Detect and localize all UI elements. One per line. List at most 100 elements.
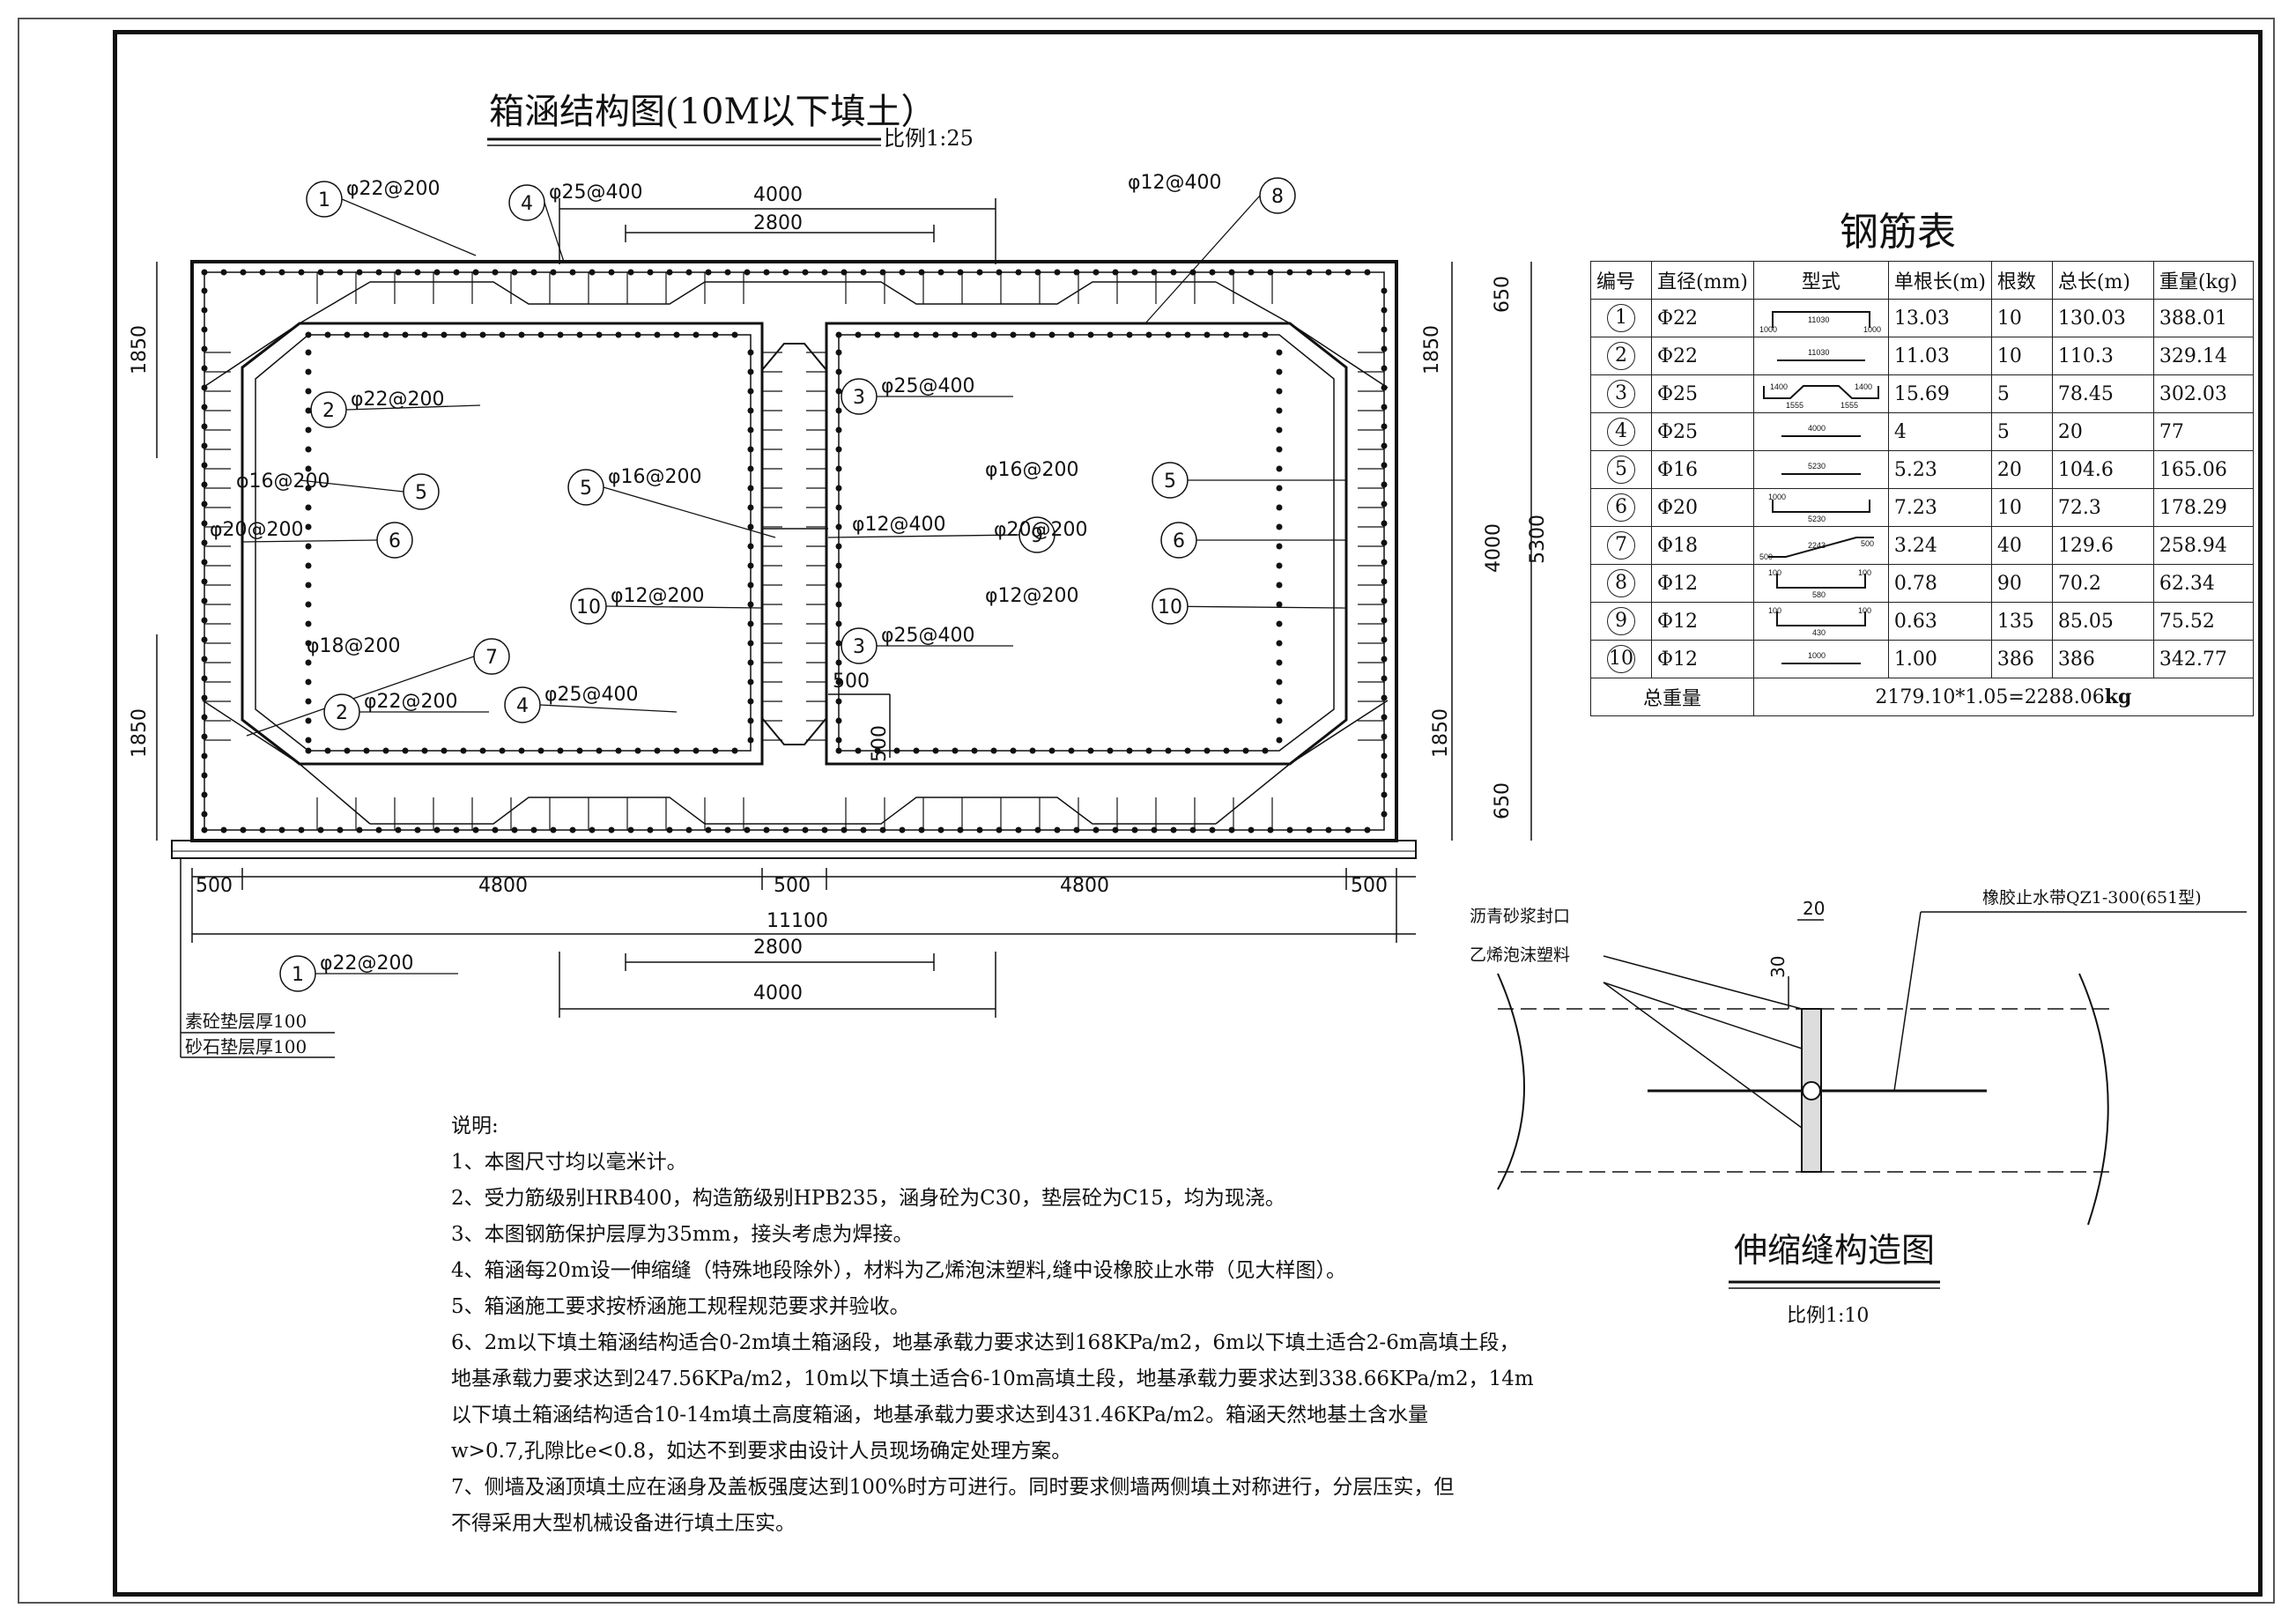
- row-total: 130.03: [2051, 299, 2154, 337]
- row-shape: 5230: [1752, 450, 1889, 489]
- rebar-dot: [305, 349, 312, 356]
- rebar-lines: [202, 271, 1389, 831]
- row-count: 90: [1990, 564, 2053, 603]
- row-count: 5: [1990, 412, 2053, 451]
- row-len: 1.00: [1887, 640, 1992, 678]
- row-num-circle: 4: [1607, 418, 1635, 446]
- rebar-dot: [305, 562, 312, 569]
- dim-bot-500-b: 500: [774, 875, 811, 897]
- rebar-dot: [1276, 678, 1283, 686]
- row-weight: 329.14: [2152, 337, 2254, 375]
- rebar-dot: [305, 601, 312, 608]
- bedding-labels: 素砼垫层厚100 砂石垫层厚100: [180, 859, 335, 1058]
- total-value: 2179.10*1.05=2288.06: [1875, 686, 2105, 708]
- rebar-dot: [305, 446, 312, 453]
- row-num: 1: [1590, 299, 1652, 337]
- callout-label: φ16@200: [985, 459, 1079, 481]
- callout-number: 5: [1164, 471, 1176, 493]
- header-num: 编号: [1590, 261, 1652, 300]
- callout-label: φ25@400: [544, 684, 639, 706]
- rebar-dot: [1276, 543, 1283, 550]
- dim-right-1850-top: 1850: [1421, 325, 1443, 374]
- rebar-dot: [1276, 737, 1283, 744]
- callout-label: φ16@200: [236, 471, 330, 493]
- dim-bot-500-c: 500: [1351, 875, 1388, 897]
- table-title: 钢筋表: [1840, 210, 1956, 255]
- row-len: 4: [1887, 412, 1992, 451]
- callout-circle: [473, 638, 510, 675]
- svg-text:1000: 1000: [1768, 493, 1786, 501]
- note-line: 地基承载力要求达到247.56KPa/m2，10m以下填土适合6-10m高填土段…: [451, 1367, 1534, 1390]
- callout-label: φ25@400: [881, 375, 975, 397]
- callout-label: φ22@200: [346, 178, 441, 200]
- header-shape: 型式: [1752, 261, 1889, 300]
- dim-left-1850-top: 1850: [129, 325, 151, 374]
- rebar-dot: [1276, 601, 1283, 608]
- total-unit: kg: [2104, 686, 2132, 708]
- callout-label: φ22@200: [320, 952, 414, 975]
- svg-text:500: 500: [1861, 539, 1874, 548]
- joint-texts: 沥青砂浆封口 乙烯泡沫塑料 橡胶止水带QZ1-300(651型) 20 30 伸…: [1470, 888, 2202, 1327]
- joint-scale: 比例1:10: [1787, 1305, 1869, 1327]
- break-line-left: [1497, 973, 1525, 1190]
- callout-number: 2: [322, 400, 335, 422]
- row-num: 7: [1590, 526, 1652, 565]
- svg-text:2243: 2243: [1808, 541, 1826, 550]
- rebar-dot: [1276, 620, 1283, 627]
- rebar-dot: [1276, 523, 1283, 530]
- row-len: 0.78: [1887, 564, 1992, 603]
- row-len: 7.23: [1887, 488, 1992, 527]
- rebar-dot: [1276, 485, 1283, 492]
- row-weight: 165.06: [2152, 450, 2254, 489]
- rebar-dot: [305, 717, 312, 724]
- row-total: 104.6: [2051, 450, 2154, 489]
- row-total: 70.2: [2051, 564, 2154, 603]
- row-len: 5.23: [1887, 450, 1992, 489]
- joint-label-seal: 沥青砂浆封口: [1470, 907, 1570, 926]
- row-len: 0.63: [1887, 602, 1992, 641]
- rebar-dot: [305, 620, 312, 627]
- callout-circle: [508, 184, 545, 221]
- rebar-dot: [1276, 659, 1283, 666]
- note-line: 3、本图钢筋保护层厚为35mm，接头考虑为焊接。: [451, 1223, 914, 1246]
- row-dia: Φ22: [1651, 337, 1754, 375]
- row-total: 78.45: [2051, 374, 2154, 413]
- row-count: 40: [1990, 526, 2053, 565]
- row-count: 20: [1990, 450, 2053, 489]
- bedding-layer: [171, 840, 1417, 859]
- rebar-dot: [305, 523, 312, 530]
- rebar-dot: [305, 368, 312, 375]
- svg-text:1000: 1000: [1863, 325, 1881, 333]
- header-total: 总长(m): [2051, 261, 2154, 300]
- callout-circle: [376, 522, 413, 559]
- rebar-dot: [1276, 562, 1283, 569]
- rebar-dot: [1276, 582, 1283, 589]
- rebar-dot: [1276, 465, 1283, 472]
- callout-label: φ12@400: [1128, 172, 1222, 194]
- callout-number: 3: [853, 387, 865, 409]
- svg-text:430: 430: [1812, 628, 1826, 636]
- sheet-frame: [113, 30, 2263, 1597]
- culvert-section: [171, 260, 1417, 859]
- rebar-shape-icon: 5230: [1781, 462, 1861, 475]
- row-num-circle: 2: [1607, 342, 1635, 370]
- svg-text:4000: 4000: [1808, 424, 1826, 433]
- note-line: 不得采用大型机械设备进行填土压实。: [451, 1512, 796, 1535]
- header-count: 根数: [1990, 261, 2053, 300]
- callout-circle: [567, 469, 604, 506]
